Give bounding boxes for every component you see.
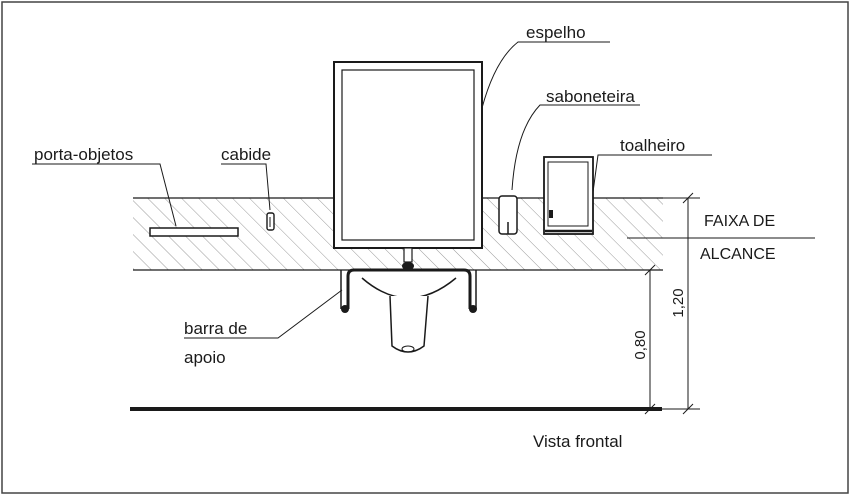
label-vista-frontal: Vista frontal (533, 432, 622, 451)
towel-dispenser (543, 156, 594, 235)
faucet (402, 247, 414, 270)
label-barra-line1: barra de (184, 319, 247, 338)
dimension-upper-value: 1,20 (670, 288, 687, 317)
support-bar (340, 268, 477, 313)
label-cabide: cabide (221, 145, 271, 164)
label-espelho: espelho (526, 23, 586, 42)
label-saboneteira: saboneteira (546, 87, 635, 106)
label-barra-line2: apoio (184, 348, 226, 367)
dimension-lines (640, 192, 700, 415)
soap-dispenser (498, 195, 518, 235)
shelf (149, 227, 239, 237)
coat-hook (266, 212, 275, 231)
label-toalheiro: toalheiro (620, 136, 685, 155)
label-faixa-line2: ALCANCE (700, 246, 776, 263)
mirror (333, 61, 483, 249)
dimension-lower-value: 0,80 (632, 330, 649, 359)
sink (361, 277, 457, 353)
leader-lines (32, 41, 815, 339)
label-porta-objetos: porta-objetos (34, 145, 133, 164)
label-faixa-line1: FAIXA DE (704, 213, 775, 230)
